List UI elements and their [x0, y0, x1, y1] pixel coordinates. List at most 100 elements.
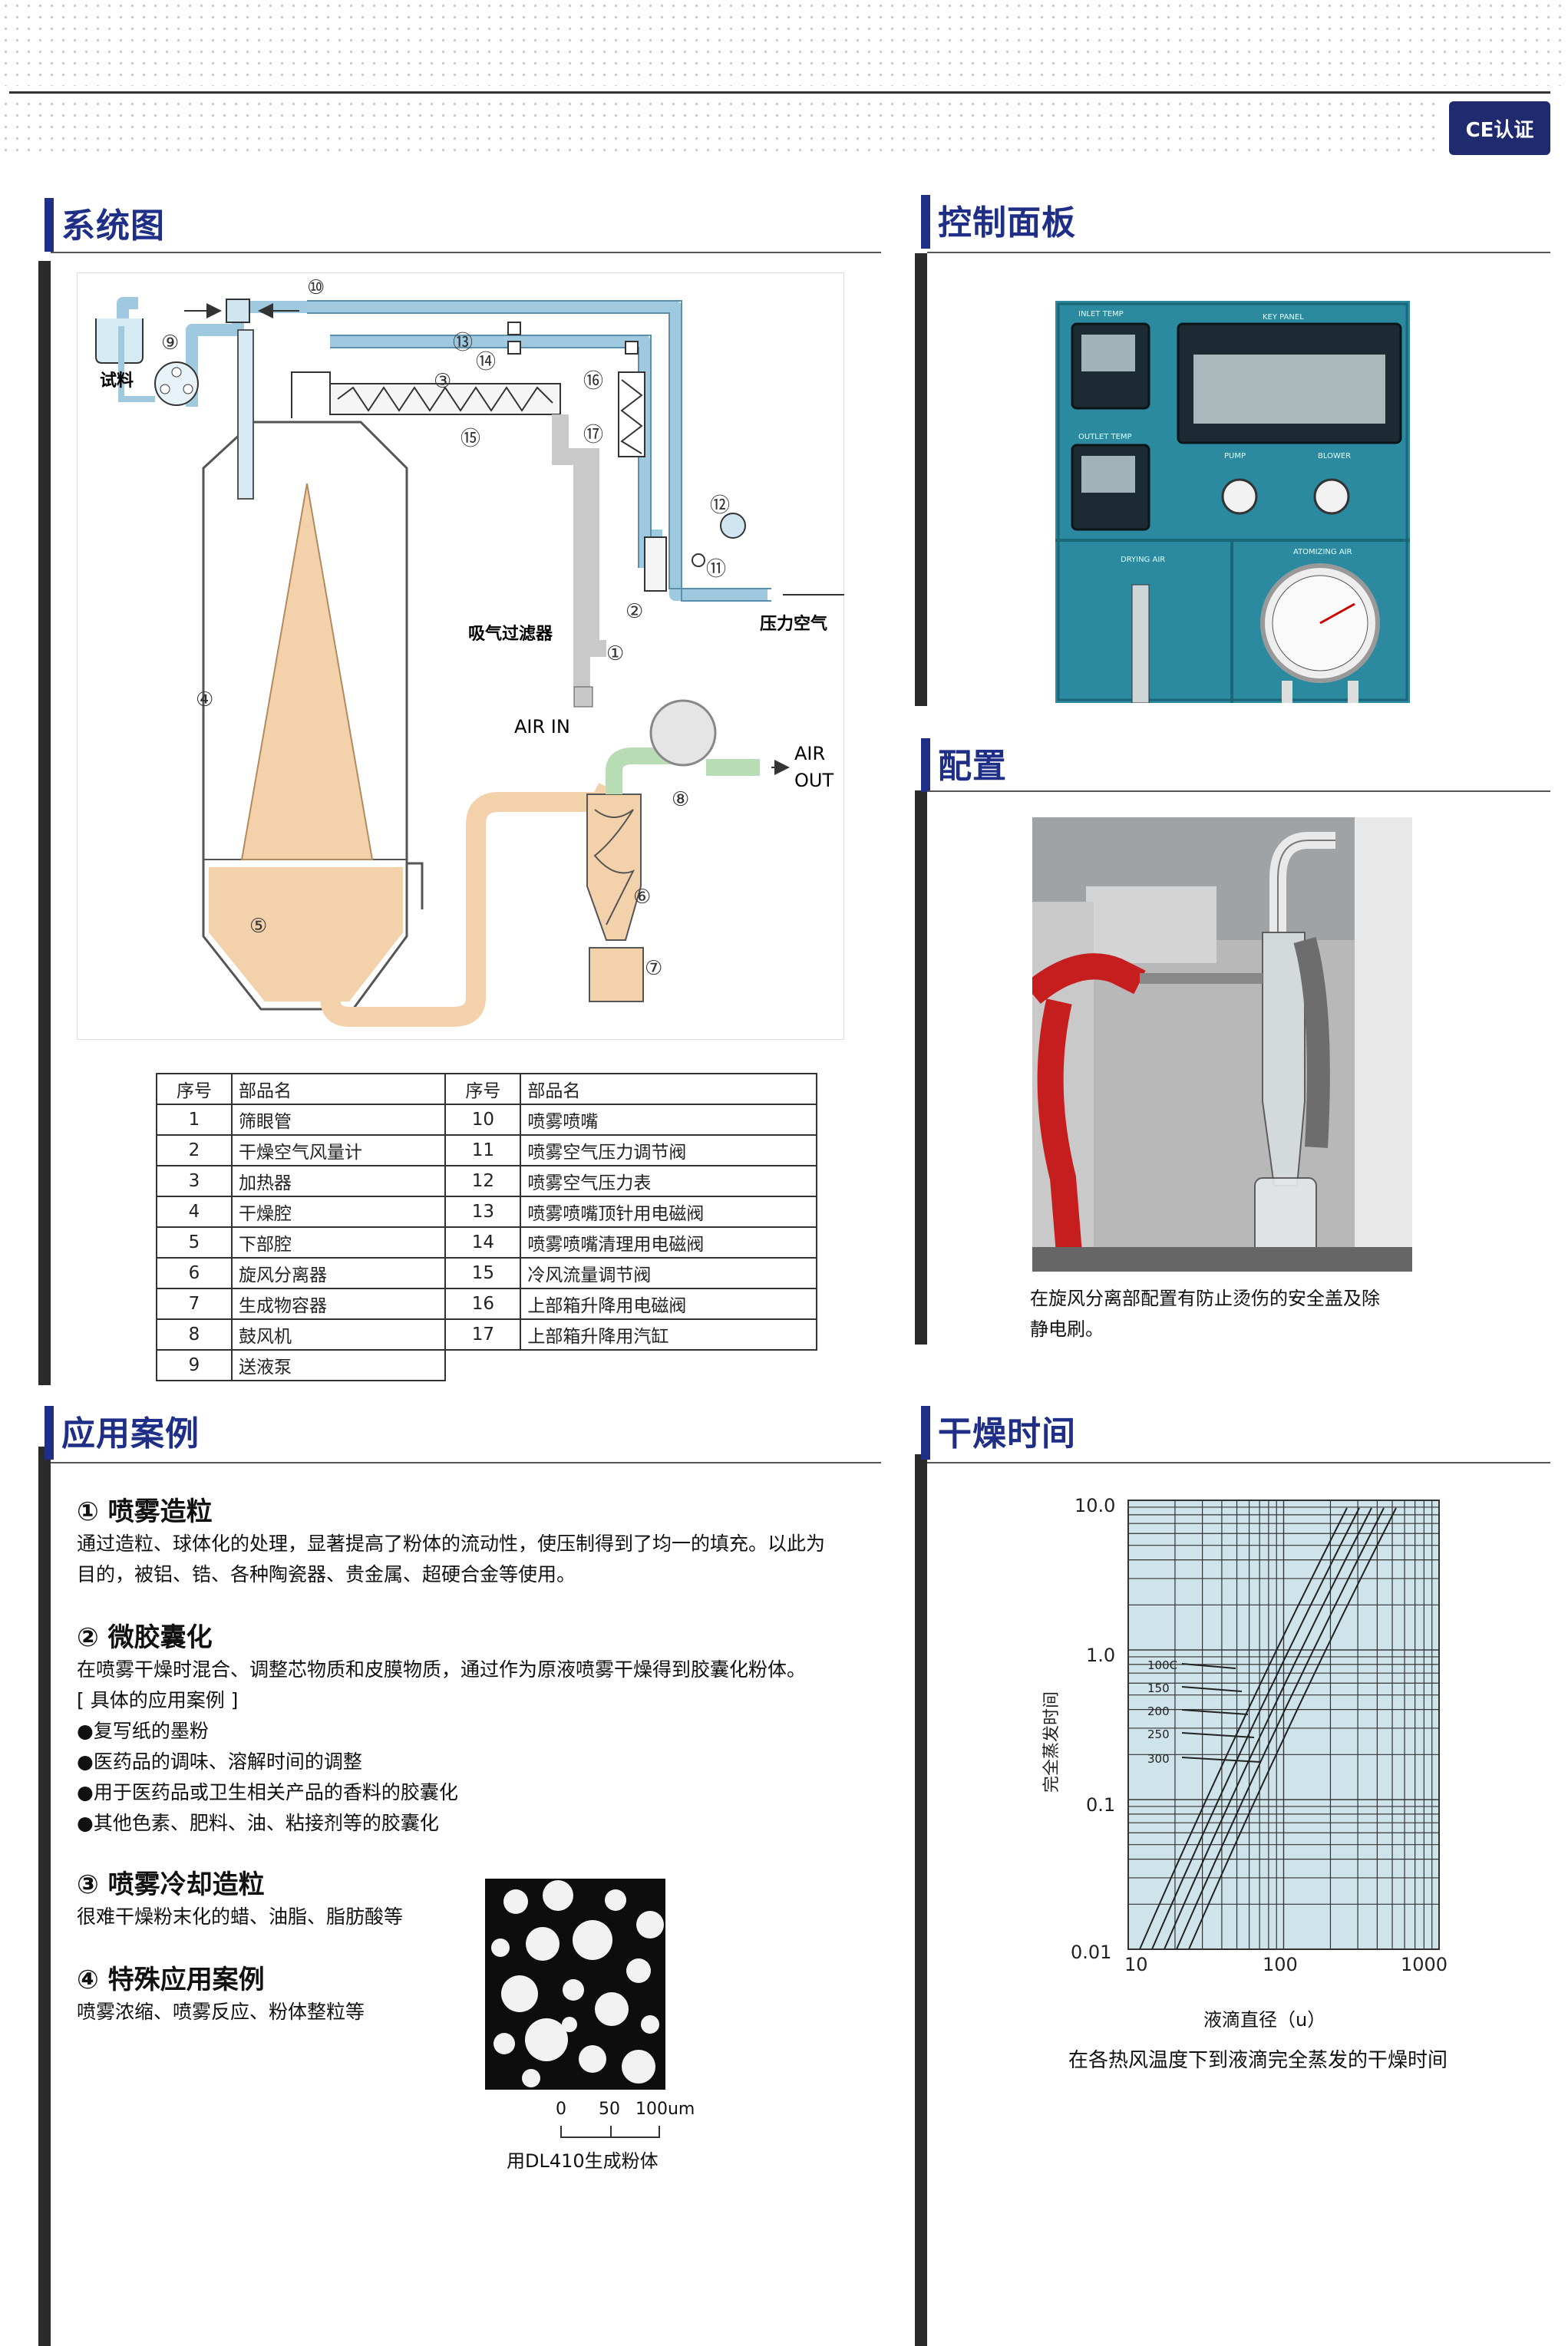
temp-leader-line — [1181, 1686, 1243, 1692]
cell: 喷雾空气压力调节阀 — [520, 1134, 817, 1166]
drying-title-rule — [927, 1462, 1550, 1463]
header-dot-pattern-top — [0, 0, 1568, 86]
label-atomizing-air: ATOMIZING AIR — [1293, 548, 1352, 556]
system-diagram: 试料 压力空气 吸气过滤器 AIR IN AIR OUT ⑩ ⑨ ⑬ ⑭ ③ — [77, 272, 844, 1040]
label-pump: PUMP — [1224, 452, 1246, 460]
control-title-tab — [921, 195, 930, 249]
cell: 喷雾喷嘴 — [520, 1104, 817, 1136]
header-rule — [9, 91, 1550, 94]
app-text-1-line-1: 通过造粒、球体化的处理，显著提高了粉体的流动性，使压制得到了均一的填充。以此为 — [77, 1533, 826, 1555]
pressure-gauge — [720, 513, 746, 539]
pump-knob — [1221, 478, 1258, 515]
table-header-row: 序号 部品名 序号 部品名 — [156, 1073, 817, 1105]
config-caption-line-2: 静电刷。 — [1030, 1318, 1104, 1340]
cell: 8 — [156, 1318, 233, 1351]
cell: 1 — [156, 1104, 233, 1136]
num-2: ② — [626, 600, 643, 623]
drying-title-tab — [921, 1406, 930, 1460]
application-title-rule — [51, 1462, 881, 1463]
collection-vessel — [1254, 1177, 1317, 1255]
header-name-right: 部品名 — [520, 1073, 817, 1105]
header-no-left: 序号 — [156, 1073, 233, 1105]
y-tick-0-01: 0.01 — [1071, 1942, 1111, 1963]
cell: 上部箱升降用电磁阀 — [520, 1288, 817, 1320]
cell: 14 — [444, 1226, 522, 1259]
num-17: ⑰ — [583, 424, 603, 447]
system-title-rule — [51, 252, 881, 253]
product-vessel — [589, 947, 644, 1002]
scale-0: 0 — [556, 2100, 566, 2119]
cell: 15 — [444, 1257, 522, 1289]
cell: 16 — [444, 1288, 522, 1320]
label-outlet-temp: OUTLET TEMP — [1078, 433, 1132, 441]
app-text-4-line-1: 喷雾浓缩、喷雾反应、粉体整粒等 — [77, 2001, 365, 2023]
config-caption-line-1: 在旋风分离部配置有防止烫伤的安全盖及除 — [1030, 1288, 1380, 1309]
header-no-right: 序号 — [444, 1073, 522, 1105]
drying-curve — [1188, 1507, 1397, 1950]
app-title-2: ② 微胶囊化 — [77, 1622, 213, 1653]
config-title-tab — [921, 738, 930, 792]
num-11: ⑪ — [706, 558, 726, 581]
cell: 干燥腔 — [230, 1196, 447, 1228]
blower-knob — [1313, 478, 1350, 515]
temp-300: 300 — [1147, 1752, 1170, 1766]
scale-50: 50 — [599, 2100, 620, 2119]
temp-leader-line — [1181, 1663, 1236, 1669]
x-tick-10: 10 — [1124, 1954, 1148, 1975]
cell: 冷风流量调节阀 — [520, 1257, 817, 1289]
num-5: ⑤ — [249, 915, 267, 938]
cyclone — [586, 794, 642, 941]
feed-pump — [154, 361, 199, 406]
cyclone-config-photo — [1032, 817, 1412, 1272]
app-text-2-line-4: ●医药品的调味、溶解时间的调整 — [77, 1750, 362, 1773]
config-section-title: 配置 — [938, 747, 1007, 786]
left-column-bar-lower — [38, 1447, 51, 2346]
app-text-2-line-1: 在喷雾干燥时混合、调整芯物质和皮膜物质，通过作为原液喷雾干燥得到胶囊化粉体。 — [77, 1658, 807, 1681]
x-axis-label: 液滴直径（u） — [1203, 2009, 1326, 2031]
x-tick-1000: 1000 — [1401, 1954, 1448, 1975]
cell: 加热器 — [230, 1165, 447, 1197]
drying-chart-caption: 在各热风温度下到液滴完全蒸发的干燥时间 — [1068, 2049, 1448, 2072]
application-title-tab — [45, 1406, 54, 1460]
y-tick-10: 10.0 — [1074, 1495, 1115, 1516]
label-intake-filter: 吸气过滤器 — [468, 624, 553, 644]
cell: 干燥空气风量计 — [230, 1134, 447, 1166]
middle-column-bar-2 — [915, 790, 927, 1345]
temp-leader-line — [1181, 1757, 1261, 1763]
application-section-title: 应用案例 — [61, 1414, 200, 1453]
temp-250: 250 — [1147, 1727, 1170, 1741]
num-14: ⑭ — [476, 351, 496, 374]
label-sample: 试料 — [100, 371, 134, 391]
cell: 9 — [156, 1349, 233, 1381]
cell: 11 — [444, 1134, 522, 1166]
lift-cylinder — [618, 371, 645, 457]
cell: 旋风分离器 — [230, 1257, 447, 1289]
label-blower: BLOWER — [1318, 452, 1351, 460]
temp-leader-line — [1181, 1709, 1249, 1715]
x-tick-100: 100 — [1263, 1954, 1298, 1975]
num-13: ⑬ — [453, 332, 473, 355]
label-air-in: AIR IN — [514, 716, 570, 737]
temp-200: 200 — [1147, 1704, 1170, 1718]
system-section-title: 系统图 — [61, 206, 165, 246]
num-16: ⑯ — [583, 370, 603, 393]
cell: 7 — [156, 1288, 233, 1320]
drying-curve — [1139, 1507, 1348, 1950]
y-tick-1: 1.0 — [1086, 1645, 1115, 1666]
num-12: ⑫ — [710, 494, 730, 517]
scale-100: 100um — [635, 2100, 695, 2119]
cell: 喷雾喷嘴清理用电磁阀 — [520, 1226, 817, 1259]
drying-curve — [1176, 1507, 1385, 1950]
left-column-bar — [38, 261, 51, 1385]
num-8: ⑧ — [672, 788, 689, 811]
header-name-left: 部品名 — [230, 1073, 447, 1105]
control-title-rule — [927, 252, 1550, 253]
